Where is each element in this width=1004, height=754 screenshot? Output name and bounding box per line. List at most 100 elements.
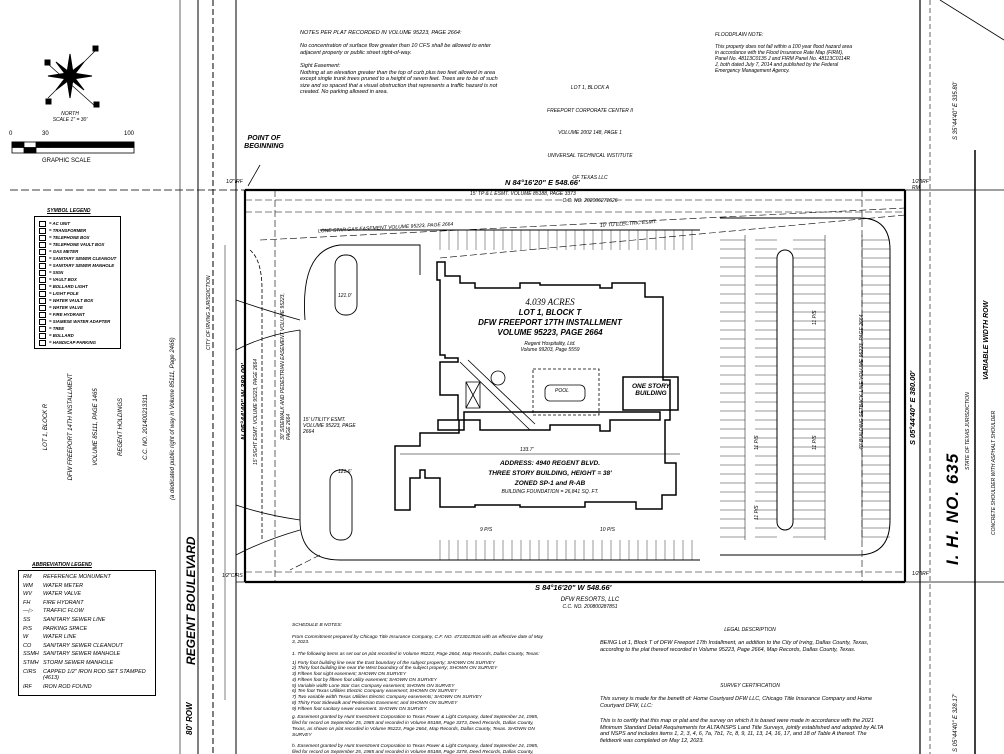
- abbreviation: P/S: [23, 625, 32, 632]
- dim-121-6: 121.6': [338, 469, 352, 475]
- abbreviation: W: [23, 634, 29, 641]
- legend-symbol-icon: [39, 248, 46, 255]
- point-of-beginning: POINT OF BEGINNING: [244, 135, 284, 151]
- symbol-legend-label: = TRANSFORMER: [49, 228, 87, 233]
- abbreviation-meaning: REFERENCE MONUMENT: [43, 574, 111, 580]
- west-adjoiner-owner: REGENT HOLDINGS: [118, 398, 125, 457]
- symbol-legend-label: = FIRE HYDRANT: [49, 312, 85, 317]
- legend-symbol-icon: [39, 269, 46, 276]
- symbol-legend-label: = GAS METER: [49, 249, 79, 254]
- irving-jurisdiction: CITY OF IRVING JURISDICTION: [206, 275, 212, 350]
- site-acreage: 4.039 ACRES: [525, 297, 575, 307]
- abbreviation-meaning: CAPPED 1/2" IRON ROD SET STAMPED (4613): [43, 668, 146, 682]
- abbreviation-legend-item: P/S PARKING SPACE: [23, 626, 151, 633]
- abbreviation-meaning: WATER METER: [43, 582, 84, 589]
- abbreviation-meaning: TRAFFIC FLOW: [43, 608, 84, 615]
- west-bearing: N 05°44'40" W 380.00': [239, 363, 248, 440]
- abbreviation-meaning: STORM SEWER MANHOLE: [43, 659, 114, 666]
- building-line-label: 40' BUILDING SETBACK LINE VOLUME 95223, …: [859, 314, 865, 450]
- ih-shoulder: CONCRETE SHOULDER WITH ASPHALT SHOULDER: [991, 410, 997, 535]
- abbreviation: —▷: [23, 608, 33, 615]
- south-adjoiner-owner: DFW RESORTS, LLC: [560, 597, 620, 603]
- north-arrow-icon: [44, 45, 100, 108]
- ih-635-label: I. H. NO. 635: [943, 452, 962, 565]
- row-dedication: (a dedicated public right of way in Volu…: [170, 337, 176, 500]
- symbol-legend-label: = AC UNIT: [49, 221, 70, 226]
- south-bearing: S 84°16'20" W 548.66': [535, 583, 612, 592]
- west-adjoiner: LOT 1, BLOCK R DFW FREEPORT 14TH INSTALL…: [25, 362, 159, 492]
- schedule-b-subitem: 1) Forty foot building line near the Eas…: [292, 660, 496, 666]
- east-parking-lot: [720, 217, 891, 556]
- north-parking-stalls: [439, 230, 693, 560]
- legend-symbol-icon: [39, 318, 46, 325]
- north-bearing: N 84°16'20" E 548.66': [505, 178, 580, 187]
- legend-symbol-icon: [39, 325, 46, 332]
- west-adjoiner-cc: C.C. NO. 201400213311: [143, 394, 150, 460]
- north-parking-lot: [299, 229, 700, 561]
- building-height: THREE STORY BUILDING, HEIGHT = 38': [488, 470, 612, 477]
- hotel-building-outline: [394, 261, 680, 511]
- pool-label: POOL: [555, 388, 569, 394]
- plat-notes-title: NOTES PER PLAT RECORDED IN VOLUME 95223,…: [300, 30, 462, 36]
- symbol-legend-item: = WATER VALVE: [39, 304, 116, 311]
- schedule-b-subitem: 2) Thirty foot building line near the We…: [292, 666, 498, 672]
- north-adjoiner-owner: UNIVERSAL TECHNICAL INSTITUTE: [547, 152, 633, 159]
- legend-symbol-icon: [39, 339, 46, 346]
- monument-ne: 1/2"IRF RM: [912, 179, 929, 191]
- west-adjoiner-volume: VOLUME 85111, PAGE 1465: [93, 388, 100, 466]
- one-story-building-outline: [622, 376, 679, 411]
- symbol-legend-item: = SANITARY SEWER MANHOLE: [39, 262, 116, 269]
- property-boundary: [243, 188, 907, 584]
- symbol-legend-item: = VAULT BOX: [39, 276, 116, 283]
- symbol-legend-item: = TRANSFORMER: [39, 227, 116, 234]
- schedule-b-subitem: 3) Fifteen foot sight easement; SHOWN ON…: [292, 672, 407, 677]
- symbol-legend-label: = BOLLARD LIGHT: [49, 284, 88, 289]
- ih-jurisdiction: STATE OF TEXAS JURISDICTION: [965, 392, 971, 470]
- abbreviation-legend-title: ABBREVIATION LEGEND: [32, 562, 92, 568]
- symbol-legend-item: = BOLLARD: [39, 332, 116, 339]
- parking-count: 9 P/S: [480, 527, 493, 533]
- symbol-legend-item: = TELEPHONE VAULT BOX: [39, 241, 116, 248]
- legend-symbol-icon: [39, 276, 46, 283]
- west-driveways: [235, 249, 301, 556]
- legend-symbol-icon: [39, 241, 46, 248]
- pob-leader: [247, 164, 261, 187]
- symbol-legend-label: = SANITARY SEWER MANHOLE: [49, 263, 115, 268]
- schedule-b-intro: From Commitment prepared by Chicago Titl…: [292, 634, 543, 646]
- plat-notes: NOTES PER PLAT RECORDED IN VOLUME 95223,…: [300, 30, 500, 96]
- schedule-b-item-g: g. Easement granted by Hunt Investment C…: [292, 715, 539, 738]
- abbreviation-meaning: WATER LINE: [43, 634, 77, 641]
- abbreviation-meaning: FIRE HYDRANT: [43, 599, 84, 606]
- abbreviation: WV: [23, 591, 32, 598]
- ih-635-row-lines: [919, 0, 1004, 754]
- parking-count: 11 P/S: [812, 310, 818, 325]
- north-adjoiner: LOT 1, BLOCK A FREEPORT CORPORATE CENTER…: [540, 70, 640, 213]
- west-adjoiner-lot: LOT 1, BLOCK R: [42, 403, 49, 451]
- schedule-b-subitem: 8) Thirty Foot Sidewalk and Pedestrian E…: [292, 700, 458, 706]
- monument-se: 1/2"IRF: [912, 571, 929, 577]
- parking-count: 11 P/S: [754, 435, 760, 450]
- symbol-legend-label: = TELEPHONE VAULT BOX: [49, 242, 105, 247]
- abbreviation-meaning: SANITARY SEWER CLEANOUT: [43, 642, 123, 649]
- legend-symbol-icon: [39, 227, 46, 234]
- symbol-legend-title: SYMBOL LEGEND: [47, 208, 91, 214]
- symbol-legend-label: = SIAMESE WATER ADAPTER: [49, 319, 111, 324]
- east-bearing: S 05°44'40" E 380.00': [908, 370, 917, 445]
- scale-tick-0: 0: [9, 131, 13, 137]
- legend-symbol-icon: [39, 262, 46, 269]
- regent-boulevard-label: REGENT BOULEVARD: [184, 536, 198, 665]
- one-story-building-label: ONE STORY BUILDING: [631, 383, 671, 398]
- tpl-easement-label: 15' TP & L ESMT. VOLUME 85188, PAGE 3373: [470, 191, 576, 197]
- abbreviation-meaning: SANITARY SEWER MANHOLE: [43, 651, 121, 658]
- abbreviation-meaning: PARKING SPACE: [43, 625, 88, 632]
- symbol-legend-item: = FIRE HYDRANT: [39, 311, 116, 318]
- monument-sw: 1/2"CIRS: [222, 573, 243, 579]
- symbol-legend-label: = WATER VAULT BOX: [49, 298, 94, 303]
- ih-bearing-south: S 05°44'40" E 328.17': [953, 693, 959, 752]
